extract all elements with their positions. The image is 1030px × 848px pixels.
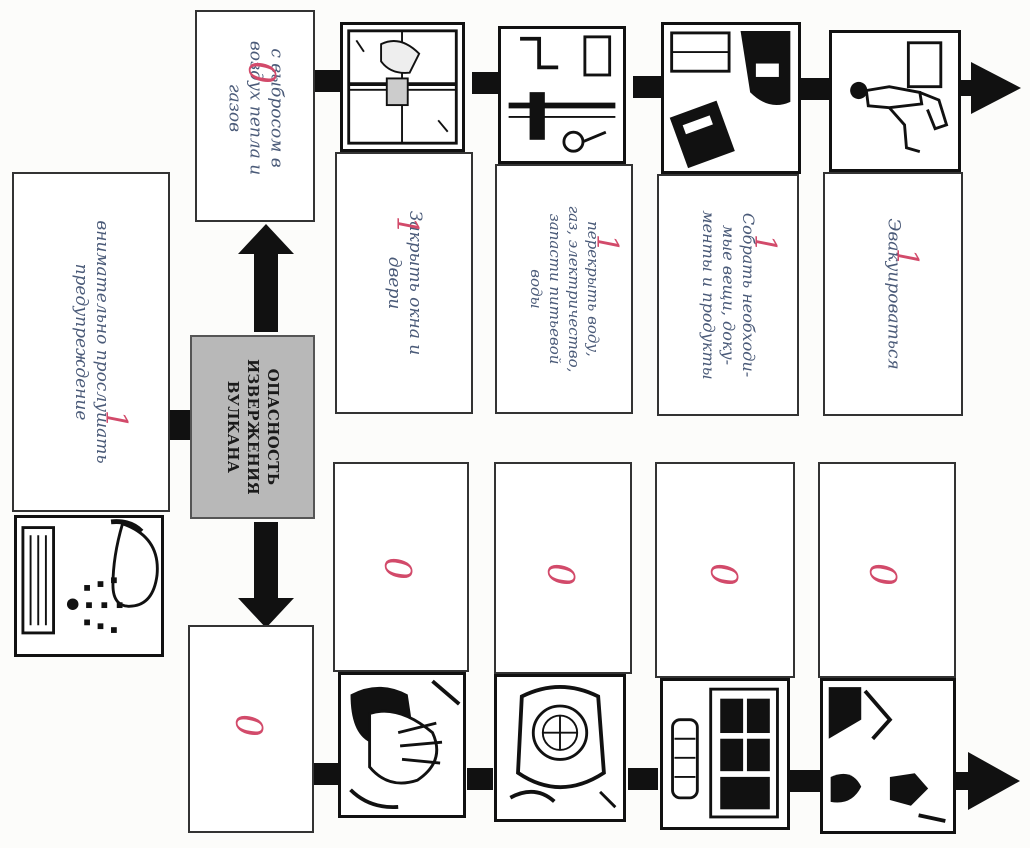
bottom-answer-4-mark: 0 [860, 563, 902, 586]
attention-text-box: внимательно прослушать предупреждение 1 [12, 172, 170, 512]
arrow-down-icon [238, 522, 294, 628]
arrow-right-icon [961, 62, 1021, 114]
step-utilities-text: перекрыть воду, газ, электричество, запа… [527, 205, 602, 373]
evacuation-icon [829, 30, 961, 172]
attention-connector [170, 410, 190, 440]
step-evacuate-text: Эвакуироваться [883, 218, 904, 370]
loudspeaker-listener-icon [14, 515, 164, 657]
step-utilities-box: перекрыть воду, газ, электричество, запа… [495, 164, 633, 414]
window-closing-icon [340, 22, 465, 152]
pack-documents-icon [661, 22, 801, 174]
bottom-empty-mark: 0 [226, 714, 268, 737]
bottom-connector-2 [467, 768, 493, 790]
step-evacuate-mark: 1 [889, 247, 925, 268]
step-close-windows-mark: 1 [389, 215, 425, 236]
bottom-answer-3-mark: 0 [701, 563, 743, 586]
bottom-answer-3-box: 0 [655, 462, 795, 678]
bottom-answer-1-box: 0 [333, 462, 469, 672]
top-connector-2 [472, 72, 498, 94]
bottom-answer-1-mark: 0 [375, 557, 417, 580]
arrow-right-icon-bottom [956, 752, 1020, 810]
bottom-answer-4-box: 0 [818, 462, 956, 678]
bottom-connector-3 [628, 768, 658, 790]
arrow-up-icon [238, 224, 294, 332]
turn-off-utilities-icon [498, 26, 626, 164]
volcano-condition-mark: 0 [239, 61, 281, 84]
volcano-condition-box: с выбросом в воздух пепла и газов 0 [195, 10, 315, 222]
bottom-answer-2-box: 0 [494, 462, 632, 674]
step-close-windows-box: Закрыть окна и двери 1 [335, 152, 473, 414]
top-connector-3 [633, 76, 661, 98]
page-title: ОПАСНОСТЬ ИЗВЕРЖЕНИЯ ВУЛКАНА [223, 358, 282, 496]
cover-face-icon [338, 672, 466, 818]
bottom-answer-2-mark: 0 [538, 563, 580, 586]
top-connector-1 [315, 70, 340, 92]
step-utilities-mark: 1 [589, 233, 625, 254]
bottom-connector-4 [790, 770, 822, 792]
bottom-connector-1 [314, 763, 340, 785]
step-pack-mark: 1 [747, 233, 783, 254]
bottom-empty-box: 0 [188, 625, 314, 833]
step-evacuate-box: Эвакуироваться 1 [823, 172, 963, 416]
top-connector-4 [801, 78, 829, 100]
shelter-icon [820, 678, 956, 834]
center-title-box: ОПАСНОСТЬ ИЗВЕРЖЕНИЯ ВУЛКАНА [190, 335, 315, 519]
attention-mark: 1 [98, 409, 134, 430]
gas-mask-icon [494, 674, 626, 822]
step-pack-box: Собрать необходи- мые вещи, доку- менты … [657, 174, 799, 416]
supplies-icon [660, 678, 790, 830]
